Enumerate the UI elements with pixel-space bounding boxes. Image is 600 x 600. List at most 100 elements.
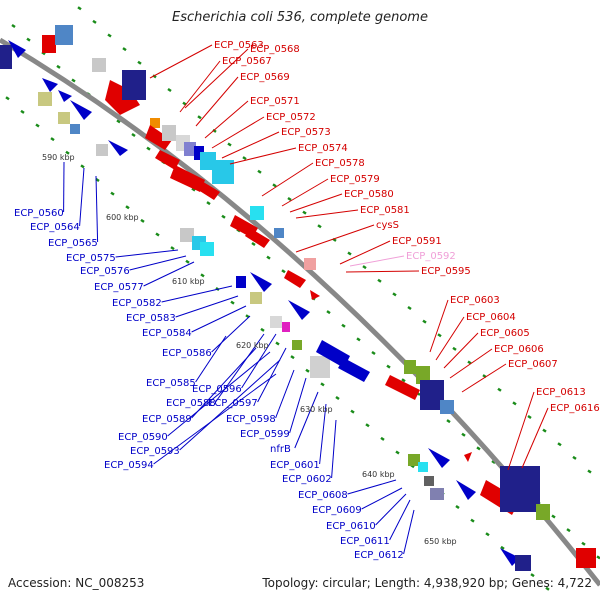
tick-mark [200,273,205,278]
gene-block [145,125,172,150]
forward-gene-label: ECP_0605 [480,328,530,339]
tick-mark [452,346,457,351]
forward-gene-blocks [42,25,596,568]
tick-mark [485,532,490,537]
label-leader [521,407,549,469]
gene-block [58,112,70,124]
tick-mark [461,432,466,437]
reverse-gene-label: ECP_0599 [240,429,290,440]
tick-mark [572,455,577,460]
gene-block [282,322,290,332]
gene-block [316,340,350,368]
map-title: Escherichia coli 536, complete genome [172,10,428,25]
tick-mark [227,142,232,147]
reverse-gene-label: ECP_0596 [192,384,242,395]
label-leader [435,316,465,361]
tick-mark [476,446,481,451]
tick-mark [107,33,112,38]
reverse-gene-label: ECP_0611 [340,536,390,547]
reverse-gene-label: nfrB [270,444,291,455]
label-leader [295,209,359,219]
label-leader [153,373,277,465]
reverse-gene-label: ECP_0588 [166,398,216,409]
gene-block [70,100,92,120]
forward-gene-label: ECP_0613 [536,387,586,398]
reverse-gene-label: ECP_0601 [270,460,320,471]
tick-mark [422,319,427,324]
gene-block [292,340,302,350]
gene-block [8,40,26,58]
tick-mark [317,224,322,229]
forward-gene-label: ECP_0581 [360,205,410,216]
label-leader [295,224,375,253]
tick-mark [491,459,496,465]
reverse-gene-label: ECP_0609 [312,505,362,516]
forward-gene-label: cysS [376,220,399,231]
tick-mark [125,205,130,210]
gene-block [385,375,420,400]
gene-block [408,454,420,466]
tick-mark [65,150,70,155]
tick-mark [365,423,370,428]
tick-mark [455,504,460,510]
tick-mark [557,442,562,447]
gene-block [515,555,531,571]
tick-mark [185,259,190,264]
tick-mark [377,278,382,283]
label-leader [361,487,403,510]
tick-mark [407,305,412,311]
label-leader [294,391,319,449]
tick-mark [116,119,121,124]
tick-mark [206,201,211,206]
tick-mark [392,292,397,297]
label-leader [349,255,405,267]
tick-mark [326,310,331,315]
tick-mark [26,37,31,42]
tick-mark [122,47,127,52]
forward-gene-label: ECP_0571 [250,96,300,107]
reverse-gene-label: ECP_0594 [104,460,154,471]
tick-mark [470,518,475,523]
gene-block [270,316,282,328]
label-leader [204,100,249,139]
label-leader [449,348,493,379]
label-leader [215,333,265,403]
gene-block [108,140,128,156]
gene-block [200,242,214,256]
gene-block [55,25,73,45]
gene-block [92,58,106,72]
tick-mark [167,87,172,93]
tick-mark [467,360,472,365]
gene-block [430,488,444,500]
tick-mark [395,450,400,455]
label-leader [289,377,307,434]
label-leader [129,255,187,271]
reverse-gene-label: ECP_0602 [282,474,332,485]
reverse-gene-label: ECP_0582 [112,298,162,309]
tick-mark [251,241,256,247]
gene-block [456,480,476,500]
label-leader [289,193,343,213]
label-leader [221,131,280,159]
tick-mark [437,333,442,338]
kbp-tick-label: 600 kbp [106,213,139,222]
forward-gene-label: ECP_0574 [298,143,348,154]
label-leader [211,116,265,149]
forward-gene-label: ECP_0580 [344,189,394,200]
tick-mark [272,183,277,188]
label-leader [261,162,314,197]
tick-mark [401,378,406,383]
gene-block [464,452,472,462]
tick-mark [242,156,247,161]
label-leader [347,479,397,495]
label-leader [461,363,507,393]
tick-mark [320,382,325,387]
forward-gene-labels: ECP_0563ECP_0568ECP_0567ECP_0569ECP_0571… [149,40,600,471]
label-leader [429,299,449,353]
gene-block [184,142,196,156]
tick-mark [20,109,25,114]
forward-gene-label: ECP_0591 [392,236,442,247]
reverse-gene-label: ECP_0584 [142,328,192,339]
